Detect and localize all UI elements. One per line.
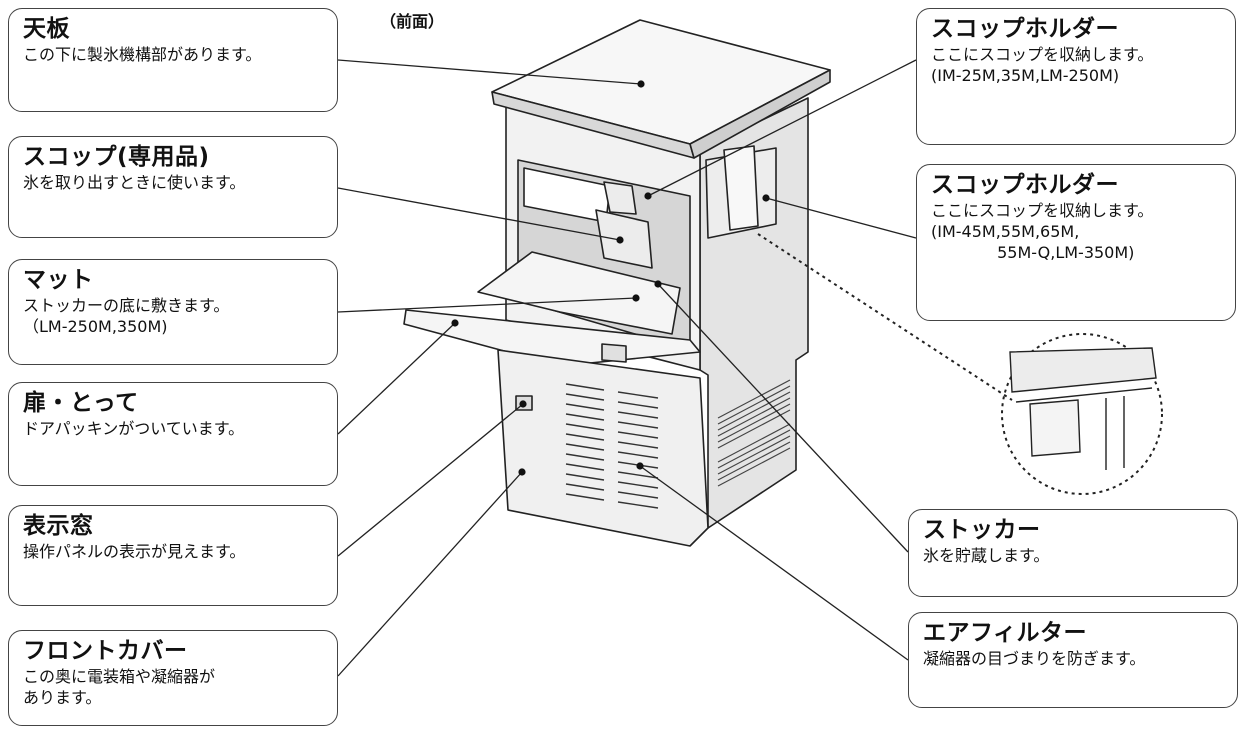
callout-title: フロントカバー <box>23 638 188 664</box>
view-label: （前面） <box>380 12 445 31</box>
callout-title: 天板 <box>23 16 70 42</box>
leader-holder-large <box>762 194 917 239</box>
callout-mat: マット ストッカーの底に敷きます。 （LM-250M,350M) <box>8 259 338 365</box>
callout-scoop: スコップ(専用品) 氷を取り出すときに使います。 <box>8 136 338 238</box>
detail-zoom <box>1001 333 1163 495</box>
scoop <box>595 209 653 269</box>
callout-desc: ここにスコップを収納します。 (IM-25M,35M,LM-250M) <box>931 45 1154 85</box>
callout-title: スコップ(専用品) <box>23 144 210 170</box>
leader-top-panel <box>337 59 645 88</box>
top-lid-side <box>689 69 831 159</box>
door-handle <box>601 343 627 363</box>
side-vents <box>717 379 791 487</box>
callout-scoop-holder-small: スコップホルダー ここにスコップを収納します。 (IM-25M,35M,LM-2… <box>916 8 1236 145</box>
callout-air-filter: エアフィルター 凝縮器の目づまりを防ぎます。 <box>908 612 1238 708</box>
detail-lid <box>1009 347 1157 393</box>
front-vents <box>565 383 659 509</box>
callout-desc: 操作パネルの表示が見えます。 <box>23 542 246 561</box>
callout-title: 表示窓 <box>23 513 94 539</box>
callout-title: ストッカー <box>923 517 1041 543</box>
callout-desc: 凝縮器の目づまりを防ぎます。 <box>923 649 1146 668</box>
callout-top-panel: 天板 この下に製氷機構部があります。 <box>8 8 338 112</box>
callout-desc: 氷を取り出すときに使います。 <box>23 173 246 192</box>
leader-stocker <box>654 280 909 553</box>
callout-desc: ここにスコップを収納します。 (IM-45M,55M,65M, 55M-Q,LM… <box>931 201 1154 262</box>
leader-mat <box>337 294 640 313</box>
leader-lines <box>337 59 1013 677</box>
callout-title: マット <box>23 267 94 293</box>
callout-desc: ストッカーの底に敷きます。 （LM-250M,350M) <box>23 296 230 336</box>
leader-air-filter <box>636 462 909 661</box>
callout-title: スコップホルダー <box>931 16 1119 42</box>
front-cover-panel <box>497 349 709 547</box>
callout-title: スコップホルダー <box>931 172 1119 198</box>
callout-desc: この奥に電装箱や凝縮器が あります。 <box>23 667 216 707</box>
scoop-handle <box>603 181 637 215</box>
stocker-mat <box>477 251 681 335</box>
callout-stocker: ストッカー 氷を貯蔵します。 <box>908 509 1238 597</box>
callout-title: エアフィルター <box>923 620 1088 646</box>
callout-desc: この下に製氷機構部があります。 <box>23 45 262 64</box>
detail-holder <box>1029 399 1081 457</box>
callout-display-window: 表示窓 操作パネルの表示が見えます。 <box>8 505 338 606</box>
callout-desc: ドアパッキンがついています。 <box>23 419 245 438</box>
callout-title: 扉・とって <box>23 390 139 416</box>
callout-desc: 氷を貯蔵します。 <box>923 546 1050 565</box>
callout-front-cover: フロントカバー この奥に電装箱や凝縮器が あります。 <box>8 630 338 726</box>
callout-scoop-holder-large: スコップホルダー ここにスコップを収納します。 (IM-45M,55M,65M,… <box>916 164 1236 321</box>
callout-door-handle: 扉・とって ドアパッキンがついています。 <box>8 382 338 486</box>
ice-machine-illustration <box>403 19 831 547</box>
detail-edge <box>1015 387 1153 403</box>
leader-detail <box>757 233 1013 401</box>
leader-holder-small <box>644 59 917 200</box>
leader-scoop <box>337 187 624 244</box>
holder-scoop <box>723 145 759 231</box>
leader-door <box>337 319 459 435</box>
leader-front-cover <box>337 468 526 677</box>
leader-window <box>337 400 527 557</box>
